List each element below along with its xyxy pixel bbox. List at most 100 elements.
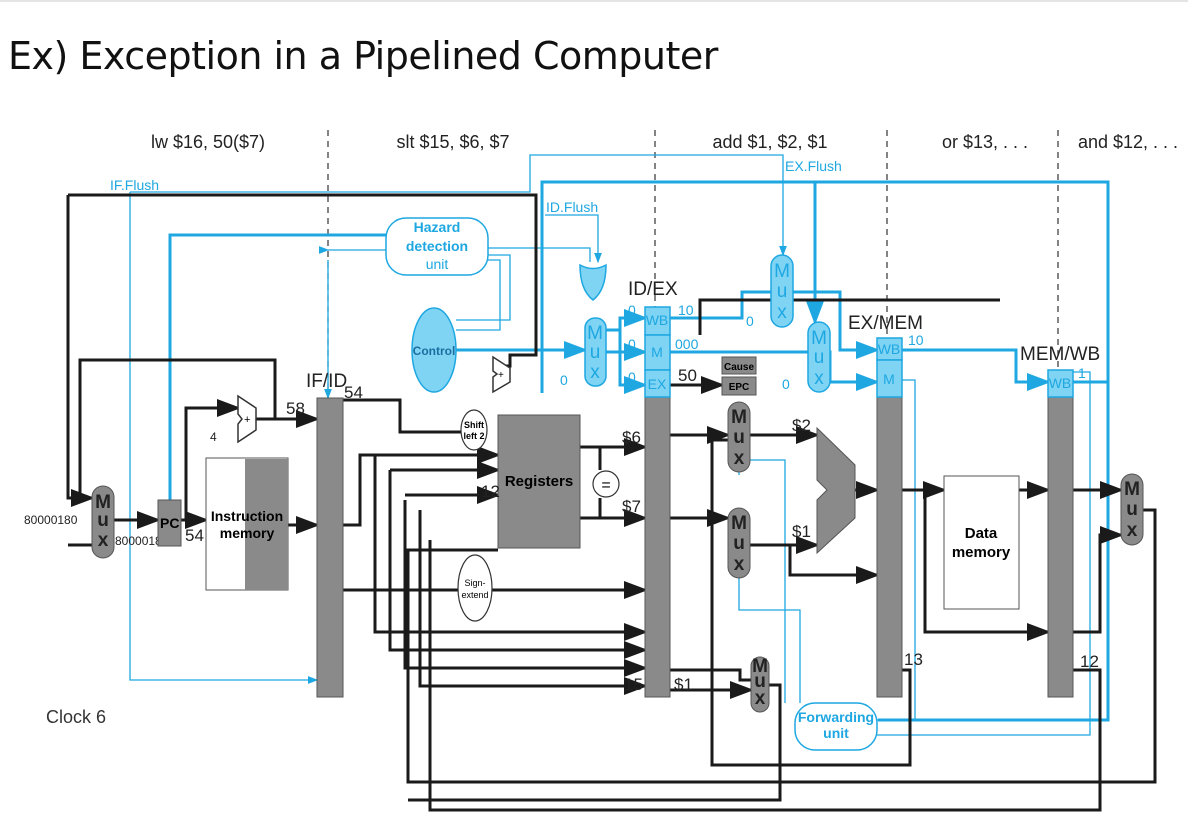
svg-text:u: u bbox=[754, 671, 766, 692]
writeback-mux: M u x bbox=[1120, 473, 1144, 546]
idex-wb-value: 10 bbox=[678, 302, 694, 318]
svg-text:Registers: Registers bbox=[505, 473, 573, 490]
svg-text:u: u bbox=[814, 347, 825, 368]
svg-text:Control: Control bbox=[413, 344, 456, 358]
svg-text:x: x bbox=[755, 688, 766, 709]
svg-text:memory: memory bbox=[220, 525, 275, 541]
svg-text:x: x bbox=[1127, 520, 1138, 541]
register-file: Registers bbox=[497, 414, 581, 549]
svg-text:x: x bbox=[98, 530, 109, 551]
exmem-mux-zero: 0 bbox=[782, 376, 790, 392]
clock-label: Clock 6 bbox=[46, 707, 106, 727]
stage-id: slt $15, $6, $7 bbox=[396, 132, 509, 152]
svg-text:=: = bbox=[601, 477, 610, 494]
ex-mux-zero: 0 bbox=[746, 313, 754, 329]
ex-flush-mux: M u x bbox=[770, 254, 794, 328]
pc-value: 54 bbox=[185, 526, 204, 545]
svg-text:extend: extend bbox=[461, 590, 488, 600]
reg-num-12: 12 bbox=[481, 482, 500, 501]
svg-text:u: u bbox=[733, 427, 745, 448]
svg-text:M: M bbox=[651, 344, 663, 360]
ifid-register bbox=[316, 397, 344, 698]
alu-input-a-label: $2 bbox=[792, 416, 811, 435]
svg-text:x: x bbox=[777, 302, 787, 323]
stage-if: lw $16, 50($7) bbox=[151, 132, 265, 152]
equality-comparator: = bbox=[592, 470, 620, 498]
svg-text:PC: PC bbox=[160, 515, 179, 531]
svg-text:M: M bbox=[752, 656, 768, 677]
stage-dividers bbox=[327, 130, 1059, 700]
reg-6-label: $6 bbox=[622, 428, 641, 447]
svg-text:x: x bbox=[590, 362, 600, 383]
svg-text:x: x bbox=[734, 448, 745, 469]
svg-text:M: M bbox=[1124, 479, 1140, 500]
idex-m-value: 000 bbox=[675, 336, 699, 352]
svg-text:x: x bbox=[814, 368, 824, 389]
svg-text:M: M bbox=[731, 513, 747, 534]
memwb-register: WB bbox=[1047, 369, 1074, 698]
stage-ex: add $1, $2, $1 bbox=[712, 132, 827, 152]
svg-text:+: + bbox=[498, 370, 504, 381]
svg-text:0: 0 bbox=[628, 369, 636, 385]
idex-ex-value: 50 bbox=[678, 366, 697, 385]
svg-text:M: M bbox=[731, 407, 747, 428]
pc-adder: + bbox=[237, 394, 257, 444]
ifid-label: IF/ID bbox=[306, 371, 347, 392]
alu-mux-a: M u x bbox=[727, 401, 751, 473]
data-memory: Data memory bbox=[943, 475, 1020, 610]
alu-input-b-label: $1 bbox=[792, 522, 811, 541]
hazard-detection-unit: Hazard detection unit bbox=[385, 217, 489, 276]
datapath-wires bbox=[66, 193, 1157, 812]
svg-text:Sign-: Sign- bbox=[464, 578, 485, 588]
exception-address-out: 80000180 bbox=[115, 534, 169, 548]
svg-text:unit: unit bbox=[823, 725, 849, 741]
svg-text:Instruction: Instruction bbox=[211, 508, 283, 524]
id-flush-label: ID.Flush bbox=[546, 199, 598, 215]
exmem-label: EX/MEM bbox=[848, 313, 923, 334]
svg-text:0: 0 bbox=[628, 302, 636, 318]
if-flush-label: IF.Flush bbox=[110, 177, 159, 193]
svg-text:Data: Data bbox=[965, 525, 998, 542]
control-wires bbox=[129, 154, 1110, 736]
svg-text:u: u bbox=[733, 533, 745, 554]
idex-zeros: 0 0 0 bbox=[628, 302, 636, 385]
memwb-wb-value: 1 bbox=[1078, 365, 1086, 381]
svg-text:0: 0 bbox=[628, 336, 636, 352]
cause-register: Cause bbox=[721, 356, 757, 375]
sign-extend: Sign- extend bbox=[457, 554, 493, 622]
memwb-rd-label: 12 bbox=[1080, 652, 1099, 671]
exmem-register: WB M bbox=[876, 337, 903, 698]
pc-register: PC bbox=[157, 499, 182, 547]
or-gate bbox=[579, 263, 607, 301]
ifid-pc-value: 54 bbox=[344, 383, 363, 402]
control-mux: M u x bbox=[584, 317, 607, 387]
svg-text:Hazard: Hazard bbox=[414, 219, 461, 235]
rd-1-label: $1 bbox=[674, 675, 693, 694]
svg-text:M: M bbox=[95, 492, 111, 513]
ex-flush-label: EX.Flush bbox=[785, 158, 842, 174]
idex-label: ID/EX bbox=[628, 279, 678, 300]
constant-four: 4 bbox=[210, 430, 217, 444]
exmem-rd-label: 13 bbox=[904, 650, 923, 669]
svg-text:unit: unit bbox=[426, 256, 449, 272]
svg-text:u: u bbox=[1126, 499, 1138, 520]
svg-text:Shift: Shift bbox=[464, 420, 484, 430]
exception-address-in: 80000180 bbox=[24, 513, 78, 527]
shift-left-2: Shift left 2 bbox=[460, 409, 488, 451]
svg-text:Cause: Cause bbox=[724, 362, 754, 373]
svg-text:left 2: left 2 bbox=[463, 431, 484, 441]
exmem-wb-value: 10 bbox=[908, 332, 924, 348]
rd-15-label: 15 bbox=[624, 675, 643, 694]
svg-text:WB: WB bbox=[1049, 375, 1072, 391]
memwb-label: MEM/WB bbox=[1020, 344, 1100, 365]
svg-text:u: u bbox=[777, 281, 788, 302]
svg-text:M: M bbox=[587, 323, 603, 344]
svg-text:Forwarding: Forwarding bbox=[798, 709, 874, 725]
stage-mem: or $13, . . . bbox=[942, 132, 1028, 152]
alu-mux-b: M u x bbox=[727, 507, 751, 579]
reg-7-label: $7 bbox=[622, 497, 641, 516]
svg-text:u: u bbox=[590, 342, 601, 363]
svg-text:M: M bbox=[883, 371, 895, 387]
alu bbox=[816, 426, 856, 555]
